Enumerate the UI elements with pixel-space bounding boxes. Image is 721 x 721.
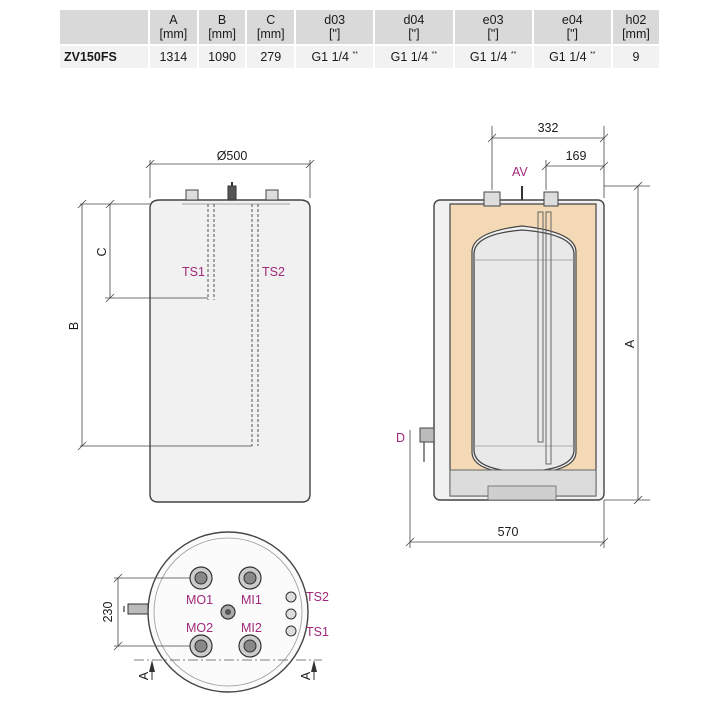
header-cell-d03: d03["] [295, 10, 376, 45]
ts-port-2 [285, 608, 297, 620]
tank-front-body [149, 199, 311, 503]
header-cell-h02: h02[mm] [611, 10, 659, 45]
table-header-row: A[mm] B[mm] C[mm] d03["] d04["] e03["] e… [60, 10, 659, 45]
dim-a-label: A [623, 339, 637, 348]
cell-h02: 9 [611, 44, 659, 68]
header-cell-e03: e03["] [453, 10, 534, 45]
dim-b-label: B [67, 322, 81, 330]
header-cell-e04: e04["] [532, 10, 613, 45]
header-cell-c: C[mm] [246, 10, 297, 45]
dim-230-label: 230 [101, 602, 115, 623]
drain-fitting [419, 427, 435, 443]
ts-port-1 [285, 591, 297, 603]
side-stub-right [543, 191, 559, 207]
cell-d04: G1 1/4 ** [374, 44, 455, 68]
front-stub-left [185, 189, 199, 201]
side-sleeve-left [537, 211, 544, 443]
dim-570-label: 570 [498, 525, 519, 539]
front-anode-plug [227, 185, 237, 201]
side-view: 332 169 AV A D 570 [396, 121, 650, 548]
spec-table: A[mm] B[mm] C[mm] d03["] d04["] e03["] e… [60, 10, 659, 68]
section-label-left: A [137, 671, 151, 680]
side-sleeve-right [545, 211, 552, 465]
cell-b: 1090 [197, 44, 248, 68]
top-view: MO1 MI1 MO2 MI2 TS2 TS1 230 A A [101, 531, 329, 693]
table-row: ZV150FS 1314 1090 279 G1 1/4 ** G1 1/4 *… [60, 44, 659, 68]
cell-model: ZV150FS [60, 44, 150, 68]
av-label: AV [512, 165, 528, 179]
cell-e04: G1 1/4 ** [532, 44, 613, 68]
mi2-label: MI2 [241, 621, 262, 635]
ts1-label: TS1 [182, 265, 205, 279]
mo2-label: MO2 [186, 621, 213, 635]
ts2-label: TS2 [262, 265, 285, 279]
front-stub-right [265, 189, 279, 201]
top-ts1-label: TS1 [306, 625, 329, 639]
cell-d03: G1 1/4 ** [295, 44, 376, 68]
ts-port-3 [285, 625, 297, 637]
d-label: D [396, 431, 405, 445]
header-cell-a: A[mm] [149, 10, 199, 45]
header-cell-d04: d04["] [374, 10, 455, 45]
header-cell-model [60, 10, 150, 45]
cell-e03: G1 1/4 ** [453, 44, 534, 68]
inner-tank [473, 229, 575, 473]
mo1-label: MO1 [186, 593, 213, 607]
dim-diameter-label: Ø500 [217, 149, 248, 163]
header-cell-b: B[mm] [197, 10, 248, 45]
dim-c-label: C [95, 247, 109, 256]
dim-332-label: 332 [538, 121, 559, 135]
top-drain-fitting [127, 603, 149, 615]
dim-169-label: 169 [566, 149, 587, 163]
side-stub-left [483, 191, 501, 207]
top-ts2-label: TS2 [306, 590, 329, 604]
section-label-right: A [299, 671, 313, 680]
mi1-label: MI1 [241, 593, 262, 607]
cell-c: 279 [246, 44, 297, 68]
cell-a: 1314 [149, 44, 199, 68]
front-view: B C Ø500 TS1 TS2 [67, 149, 315, 503]
